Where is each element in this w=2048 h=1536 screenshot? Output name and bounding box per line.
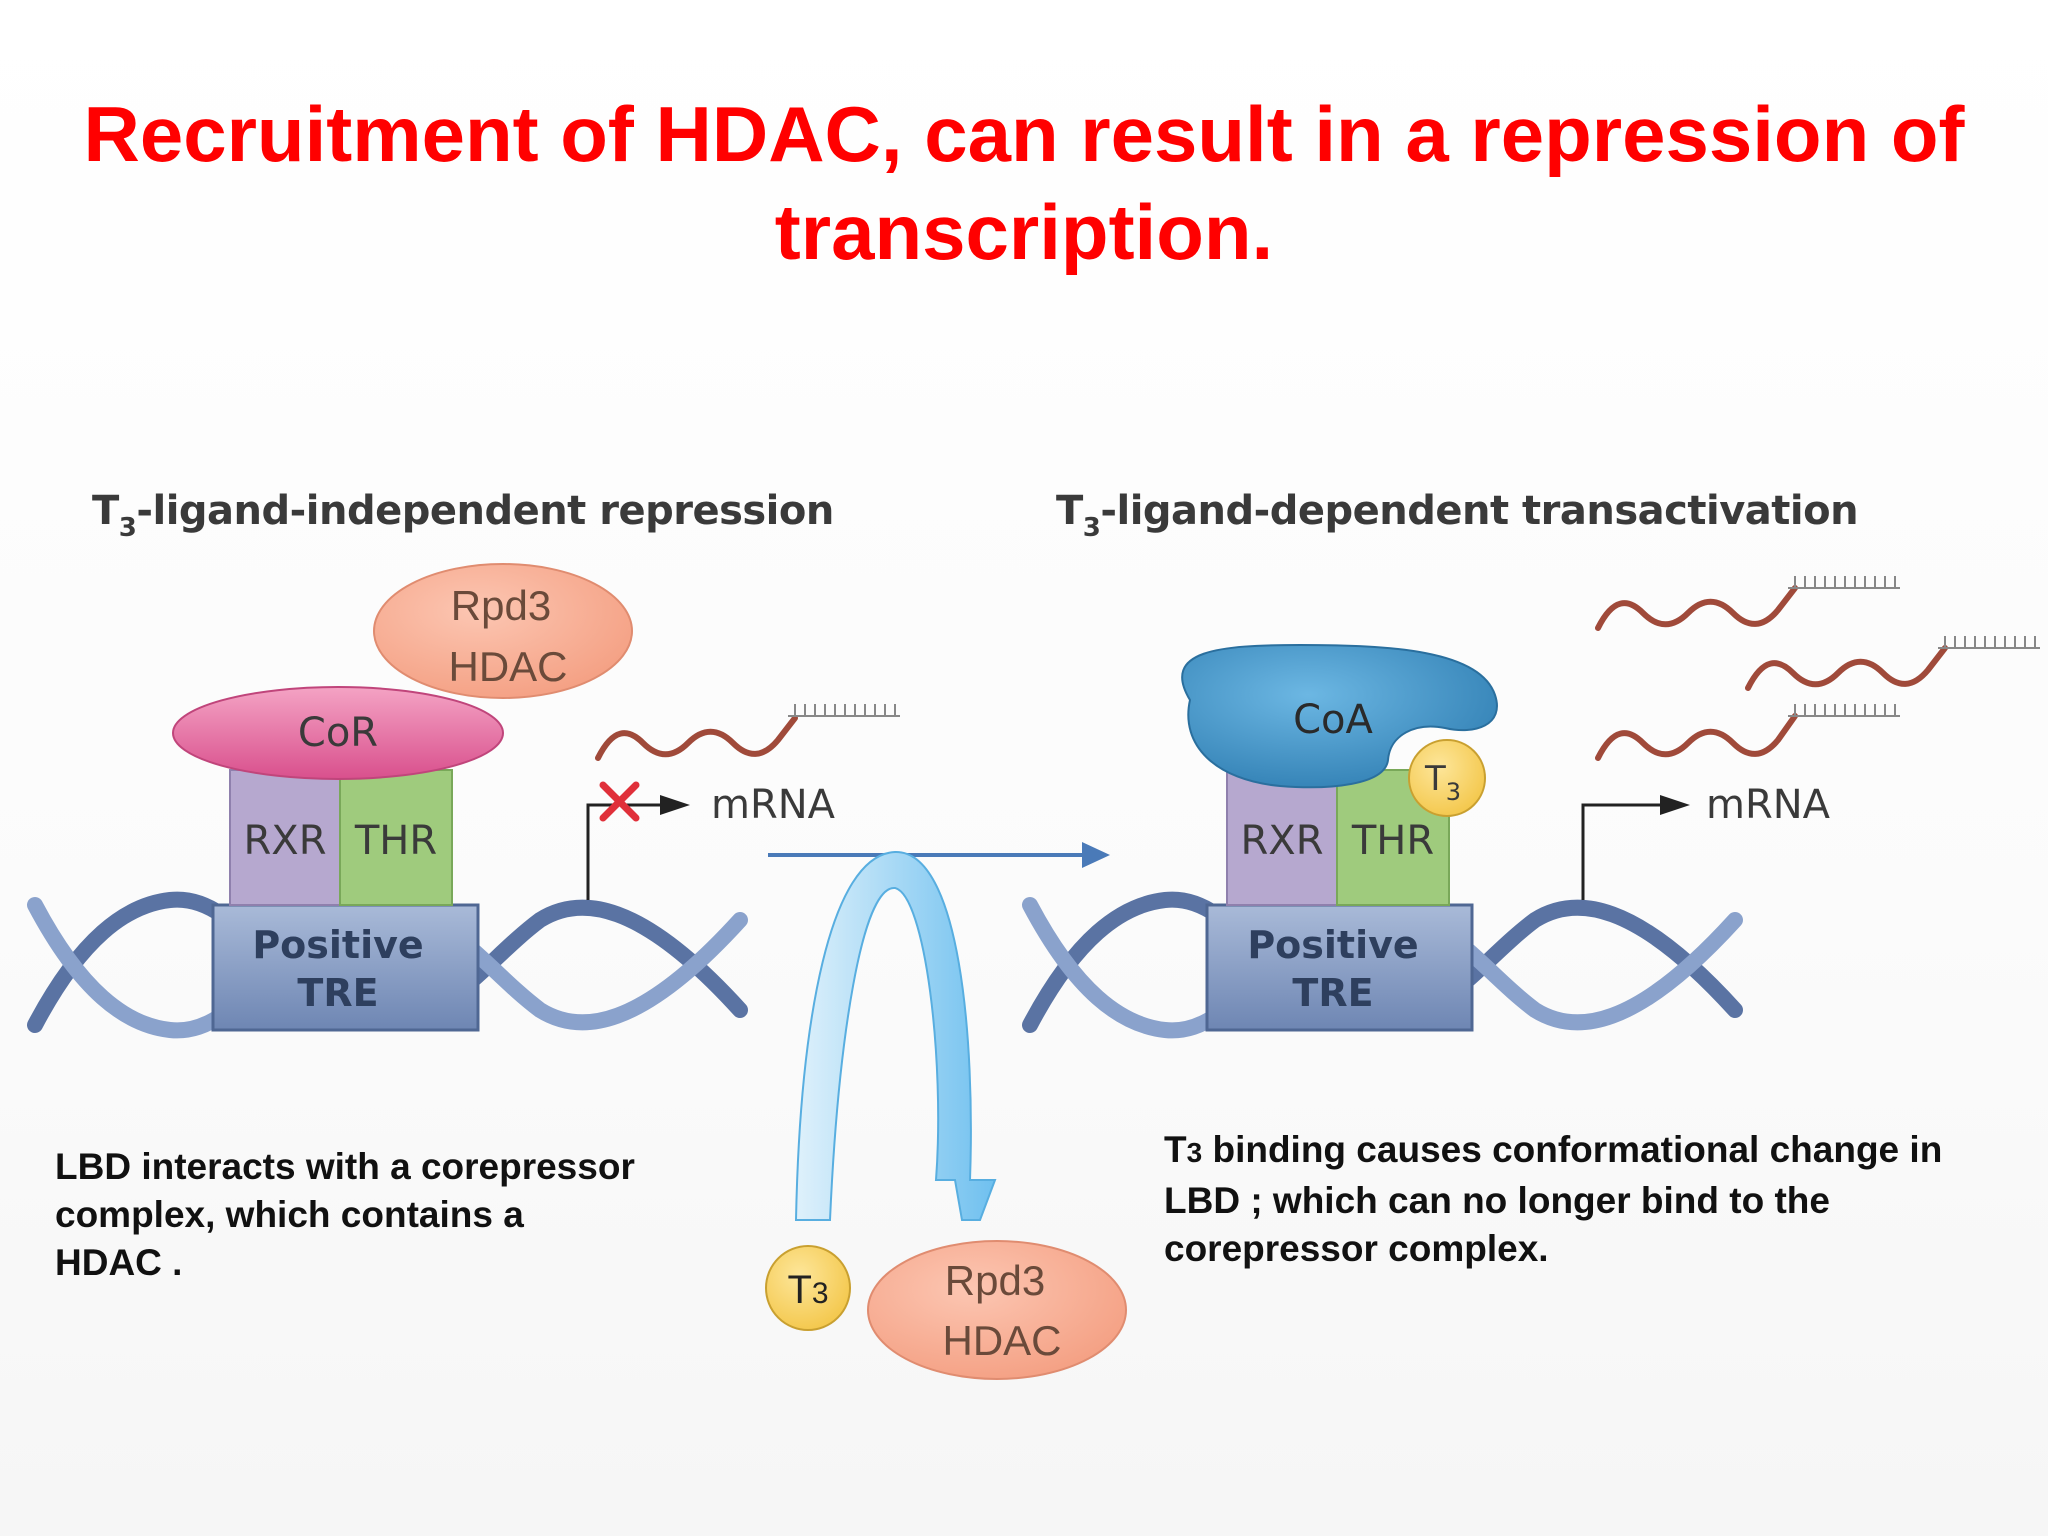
right-heading-subscript: 3 bbox=[1082, 513, 1101, 543]
right-heading-t: T bbox=[1056, 488, 1083, 534]
left-heading-subscript: 3 bbox=[118, 513, 137, 543]
title-line-2: transcription. bbox=[774, 188, 1274, 276]
right-mrna-label: mRNA bbox=[1706, 782, 1831, 828]
left-corepressor bbox=[172, 686, 504, 780]
center-hdac-label-line2: HDAC bbox=[942, 1317, 1061, 1364]
left-rxr-label: RXR bbox=[244, 818, 327, 864]
right-note-line-1: binding causes conformational change in bbox=[1202, 1129, 1943, 1170]
right-thr-label: THR bbox=[1351, 818, 1434, 864]
left-heading-t: T bbox=[92, 488, 119, 534]
left-note-line-2: complex, which contains a bbox=[55, 1194, 524, 1235]
left-rxr-box bbox=[229, 769, 341, 906]
right-mrna-wave-2 bbox=[1745, 636, 2040, 691]
right-t3-ligand bbox=[1408, 739, 1486, 817]
left-polya-tail bbox=[794, 704, 896, 716]
right-heading-rest: -ligand-dependent transactivation bbox=[1100, 488, 1859, 534]
right-rxr-label: RXR bbox=[1241, 818, 1324, 864]
title-line-1: Recruitment of HDAC, can result in a rep… bbox=[83, 90, 1965, 178]
right-coactivator-label: CoA bbox=[1293, 697, 1373, 743]
right-note-t: T bbox=[1164, 1129, 1187, 1170]
left-note-line-1: LBD interacts with a corepressor bbox=[55, 1146, 635, 1187]
left-heading-rest: -ligand-independent repression bbox=[136, 488, 834, 534]
right-promoter-arrow bbox=[1581, 795, 1690, 900]
right-coactivator bbox=[1181, 643, 1498, 789]
left-tre-box bbox=[211, 903, 480, 1032]
left-panel-heading: T3-ligand-independent repression bbox=[92, 488, 834, 543]
horizontal-transition-arrow bbox=[768, 842, 1110, 868]
left-promoter-arrow bbox=[586, 795, 690, 900]
slide-title: Recruitment of HDAC, can result in a rep… bbox=[0, 85, 2048, 281]
right-tre-label-line2: TRE bbox=[1292, 971, 1373, 1015]
right-mrna-wave-3 bbox=[1595, 704, 1900, 761]
left-tre-label-line2: TRE bbox=[297, 971, 378, 1015]
left-tre-label-line1: Positive bbox=[252, 923, 423, 967]
left-note: LBD interacts with a corepressor complex… bbox=[55, 1143, 635, 1287]
left-mrna-label: mRNA bbox=[711, 782, 836, 828]
left-mrna-wave bbox=[595, 704, 900, 761]
center-t3-label: T3 bbox=[787, 1268, 828, 1312]
right-t3-label: T3 bbox=[1424, 759, 1461, 806]
right-note-line-2: LBD ; which can no longer bind to the bbox=[1164, 1180, 1830, 1221]
left-hdac bbox=[373, 563, 633, 699]
left-blocked-x-icon bbox=[599, 781, 640, 822]
right-panel-heading: T3-ligand-dependent transactivation bbox=[1056, 488, 1859, 543]
left-thr-label: THR bbox=[354, 818, 437, 864]
left-thr-box bbox=[339, 769, 453, 906]
left-hdac-label-line2: HDAC bbox=[448, 643, 567, 690]
center-t3-ligand bbox=[765, 1245, 851, 1331]
right-mrna-wave-1 bbox=[1595, 576, 1900, 631]
center-hdac-label-line1: Rpd3 bbox=[945, 1257, 1045, 1304]
curved-exchange-arrow bbox=[794, 850, 997, 1221]
left-corepressor-label: CoR bbox=[298, 710, 378, 756]
right-tre-label-line1: Positive bbox=[1247, 923, 1418, 967]
left-hdac-label-line1: Rpd3 bbox=[451, 582, 551, 629]
right-note-t3-sub: 3 bbox=[1186, 1137, 1203, 1168]
left-note-line-3: HDAC . bbox=[55, 1242, 183, 1283]
right-tre-box bbox=[1205, 903, 1474, 1032]
right-note: T3 binding causes conformational change … bbox=[1164, 1126, 1942, 1273]
right-rxr-box bbox=[1226, 769, 1338, 906]
center-hdac bbox=[867, 1240, 1127, 1380]
right-note-line-3: corepressor complex. bbox=[1164, 1228, 1549, 1269]
